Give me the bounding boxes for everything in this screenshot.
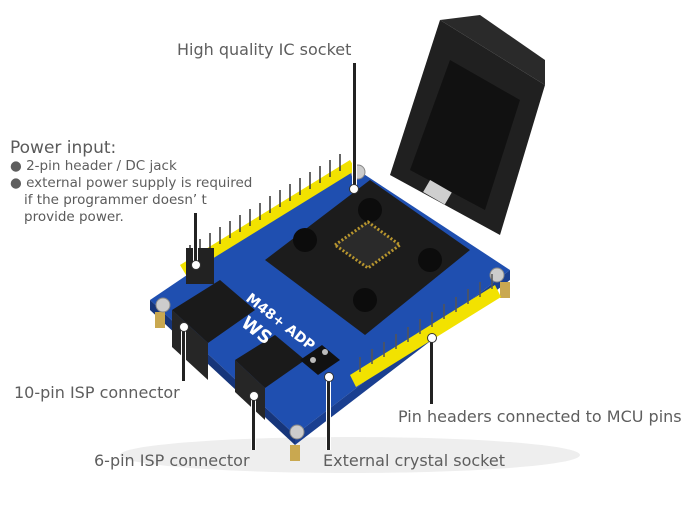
leader-crystal — [326, 377, 331, 450]
callout-ic-socket: High quality IC socket — [177, 40, 352, 59]
callout-power-input: Power input: ● 2-pin header / DC jack ● … — [10, 138, 252, 226]
leader-dot-power-input — [191, 260, 201, 270]
leader-dot-isp10 — [179, 322, 189, 332]
leader-ic-socket — [352, 63, 357, 187]
leader-isp6 — [251, 396, 256, 450]
callout-crystal: External crystal socket — [323, 451, 505, 470]
power-input-bullet-1: ● 2-pin header / DC jack — [10, 158, 177, 174]
leader-dot-crystal — [324, 372, 334, 382]
callout-isp6: 6-pin ISP connector — [94, 451, 250, 470]
leader-dot-ic-socket — [349, 184, 359, 194]
leader-dot-isp6 — [249, 391, 259, 401]
callout-pin-headers: Pin headers connected to MCU pins — [398, 407, 682, 426]
crystal-socket-shape — [300, 345, 340, 375]
leader-power-input — [193, 213, 198, 263]
leader-pin-headers — [429, 338, 434, 404]
power-input-cont-2: provide power. — [24, 209, 124, 225]
pin-header-right — [350, 285, 501, 387]
pin-header-top — [180, 160, 356, 275]
power-input-bullet-2: ● external power supply is required — [10, 175, 253, 191]
isp6-connector-shape — [235, 335, 305, 388]
leader-dot-pin-headers — [427, 333, 437, 343]
power-input-title: Power input: — [10, 138, 117, 158]
isp10-connector-shape — [172, 280, 255, 343]
leader-isp10 — [181, 327, 186, 381]
power-input-cont-1: if the programmer doesn’ t — [24, 192, 207, 208]
callout-isp10: 10-pin ISP connector — [14, 383, 180, 402]
